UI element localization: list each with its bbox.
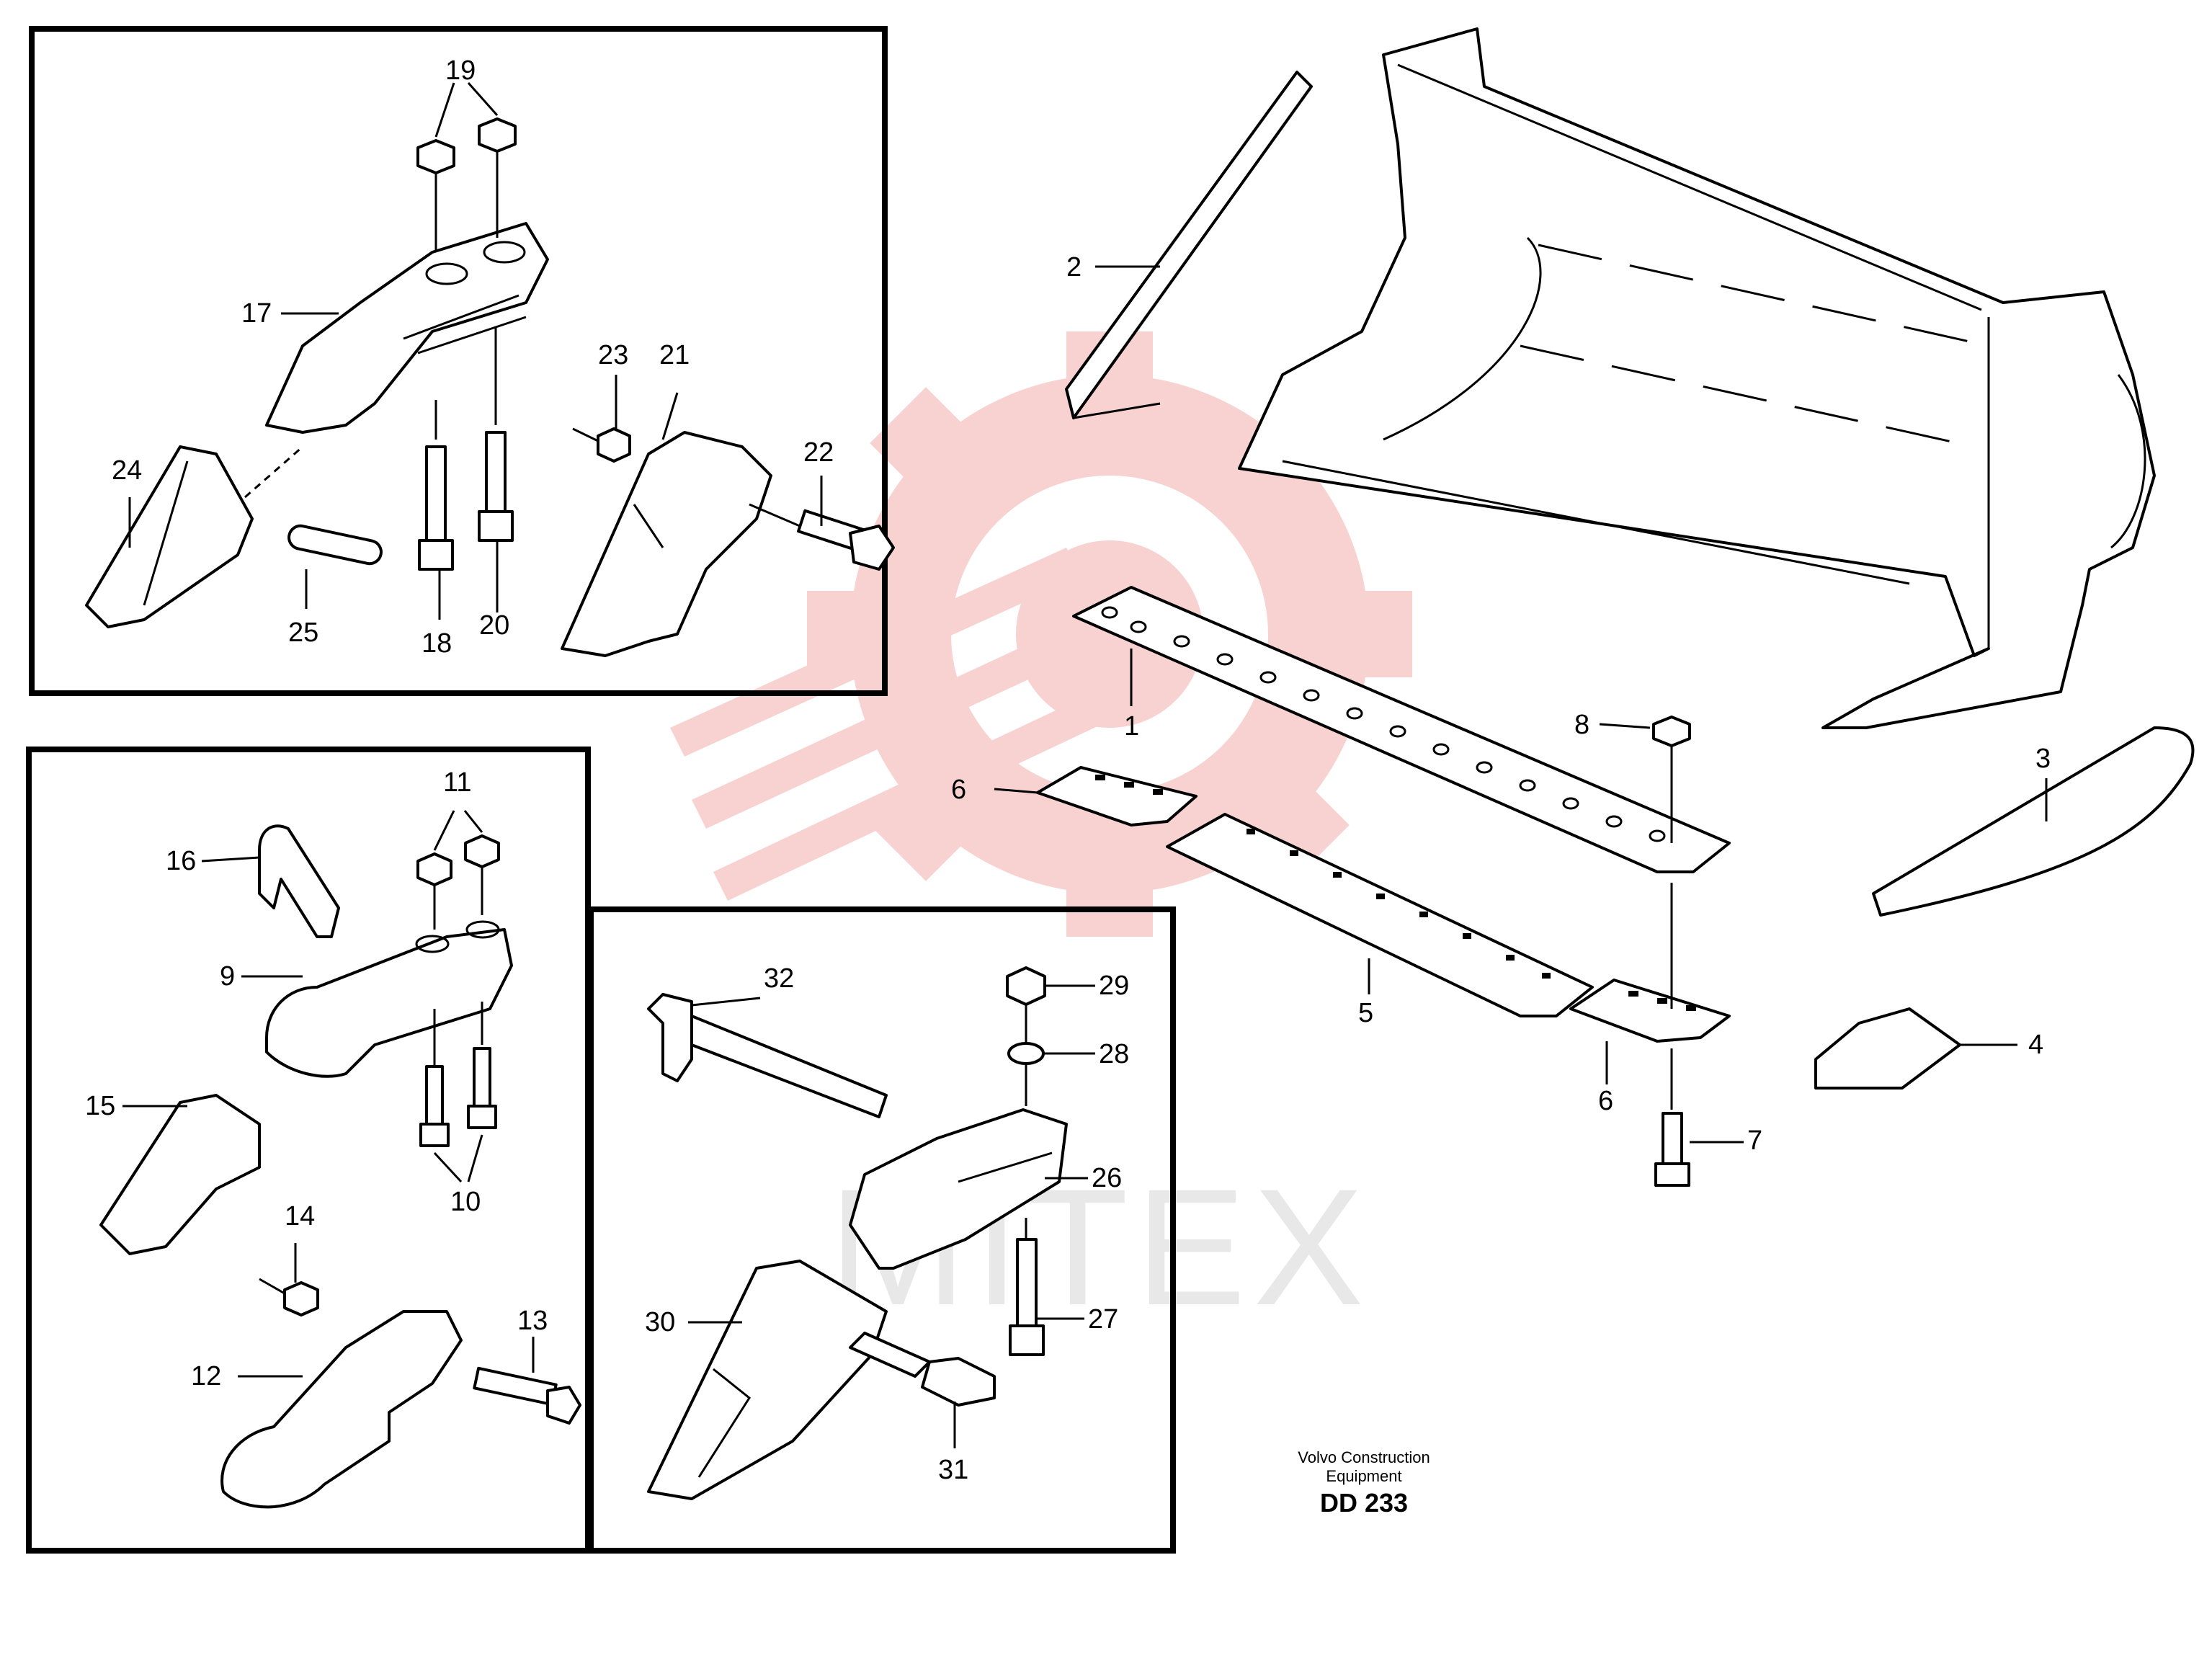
part-10-bolt-right <box>467 1047 497 1129</box>
part-28-washer <box>1007 1042 1045 1065</box>
label-30: 30 <box>645 1307 675 1337</box>
label-26: 26 <box>1092 1163 1122 1193</box>
part-21-adapter <box>561 431 772 657</box>
label-24: 24 <box>112 455 142 486</box>
label-15: 15 <box>85 1091 115 1121</box>
part-30-tooth <box>647 1260 888 1500</box>
label-27: 27 <box>1088 1304 1118 1335</box>
inset-frame-bottom <box>588 906 1176 1554</box>
diagram-code: DD 233 <box>1320 1488 1408 1518</box>
label-32: 32 <box>764 963 794 994</box>
label-21: 21 <box>659 340 690 370</box>
label-1: 1 <box>1124 711 1139 741</box>
label-31: 31 <box>938 1455 968 1485</box>
part-22-bolt <box>797 509 895 571</box>
label-13: 13 <box>517 1306 548 1336</box>
label-16: 16 <box>166 846 196 876</box>
inset-frame-top <box>29 26 888 696</box>
watermark-gear-logo <box>670 331 1412 937</box>
part-23-nut <box>597 427 631 463</box>
part-12-adapter <box>220 1310 463 1509</box>
part-20-bolt <box>478 431 514 542</box>
credit-line-2: Equipment <box>1326 1467 1401 1485</box>
part-5-wear-strip <box>1166 813 1594 1017</box>
part-27-bolt <box>1009 1238 1045 1356</box>
label-6-right: 6 <box>1598 1086 1613 1116</box>
credit-block: Volvo Construction Equipment DD 233 <box>1298 1448 1430 1518</box>
part-32-wedge <box>647 993 888 1118</box>
part-29-nut <box>1006 966 1046 1006</box>
part-15-tooth <box>99 1094 261 1255</box>
label-12: 12 <box>191 1361 221 1391</box>
label-5: 5 <box>1358 998 1373 1028</box>
label-25: 25 <box>288 618 318 648</box>
part-2-side-strip <box>1065 71 1313 419</box>
part-19-nut-left <box>416 139 455 174</box>
label-7: 7 <box>1747 1126 1762 1156</box>
label-3: 3 <box>2035 744 2051 774</box>
part-7-bolt <box>1654 1112 1690 1187</box>
label-8: 8 <box>1574 710 1589 740</box>
part-11-nut-left <box>416 852 452 886</box>
label-11: 11 <box>443 767 471 798</box>
label-9: 9 <box>220 961 235 992</box>
label-23: 23 <box>598 340 628 370</box>
part-labels: 2 3 4 1 5 6 6 7 8 17 19 18 20 23 21 22 2… <box>85 55 2051 1485</box>
part-10-bolt-left <box>419 1065 450 1147</box>
part-25-pin <box>287 524 383 566</box>
label-4: 4 <box>2028 1030 2043 1060</box>
label-14: 14 <box>285 1201 315 1231</box>
part-3-side-cutter <box>1872 726 2195 917</box>
label-29: 29 <box>1099 971 1129 1001</box>
part-6-segment-left <box>1036 766 1198 826</box>
part-14-nut <box>283 1281 319 1316</box>
bucket <box>1238 27 2156 729</box>
label-6-left: 6 <box>951 775 966 805</box>
part-31-pin <box>849 1332 996 1407</box>
label-22: 22 <box>803 437 834 468</box>
label-19: 19 <box>445 55 476 86</box>
part-6-segment-right <box>1569 979 1731 1043</box>
label-leaders <box>122 82 2048 1448</box>
part-13-bolt <box>473 1366 581 1425</box>
part-19-nut-right <box>478 117 517 153</box>
label-20: 20 <box>479 610 509 641</box>
part-24-tooth <box>85 445 254 628</box>
part-9-adapter <box>265 920 513 1078</box>
part-26-adapter <box>849 1108 1068 1270</box>
part-8-nut <box>1652 716 1691 747</box>
part-4-wear-plate <box>1814 1007 1961 1090</box>
part-18-bolt <box>418 445 454 571</box>
label-10: 10 <box>450 1187 481 1217</box>
label-28: 28 <box>1099 1039 1129 1069</box>
part-16-locking-clip <box>258 824 340 938</box>
label-18: 18 <box>422 628 452 659</box>
part-1-cutting-edge <box>1072 586 1731 873</box>
part-11-nut-right <box>464 834 500 868</box>
label-2: 2 <box>1066 252 1082 282</box>
part-17-adapter <box>265 222 549 434</box>
label-17: 17 <box>241 298 272 329</box>
credit-line-1: Volvo Construction <box>1298 1448 1430 1466</box>
